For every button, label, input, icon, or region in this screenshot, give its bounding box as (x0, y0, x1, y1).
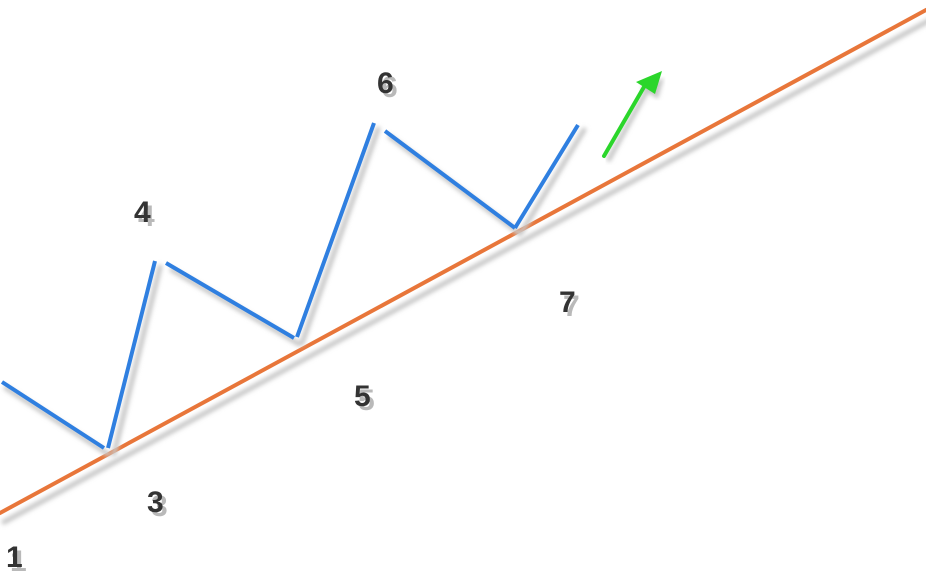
arrow-shaft (602, 78, 650, 158)
trendline (0, 8, 926, 525)
trendline-line (0, 8, 926, 515)
price-path-shadow (3, 126, 587, 457)
point-label-6: 6 (377, 67, 394, 100)
price-segment (164, 261, 296, 340)
trendline-shadow (1, 19, 926, 525)
svg-text:5: 5 (358, 384, 375, 417)
price-segment (0, 380, 106, 450)
point-label-3: 3 (147, 486, 164, 519)
svg-text:6: 6 (381, 71, 398, 104)
price-segment (383, 129, 517, 230)
price-segment (106, 260, 157, 449)
svg-text:7: 7 (563, 290, 580, 323)
point-label-5: 5 (354, 380, 371, 413)
svg-text:1: 1 (10, 545, 27, 578)
price-segment (513, 123, 580, 230)
price-path (0, 122, 587, 457)
price-segment (295, 122, 376, 338)
arrow-head (636, 71, 662, 94)
svg-text:4: 4 (138, 200, 155, 233)
up-arrow-icon (602, 71, 664, 163)
svg-text:3: 3 (151, 490, 168, 523)
point-label-1: 1 (6, 541, 23, 574)
point-labels: 1 1 3 3 4 4 5 5 6 6 7 7 (6, 67, 580, 578)
point-label-4: 4 (134, 196, 151, 229)
point-label-7: 7 (559, 286, 576, 319)
